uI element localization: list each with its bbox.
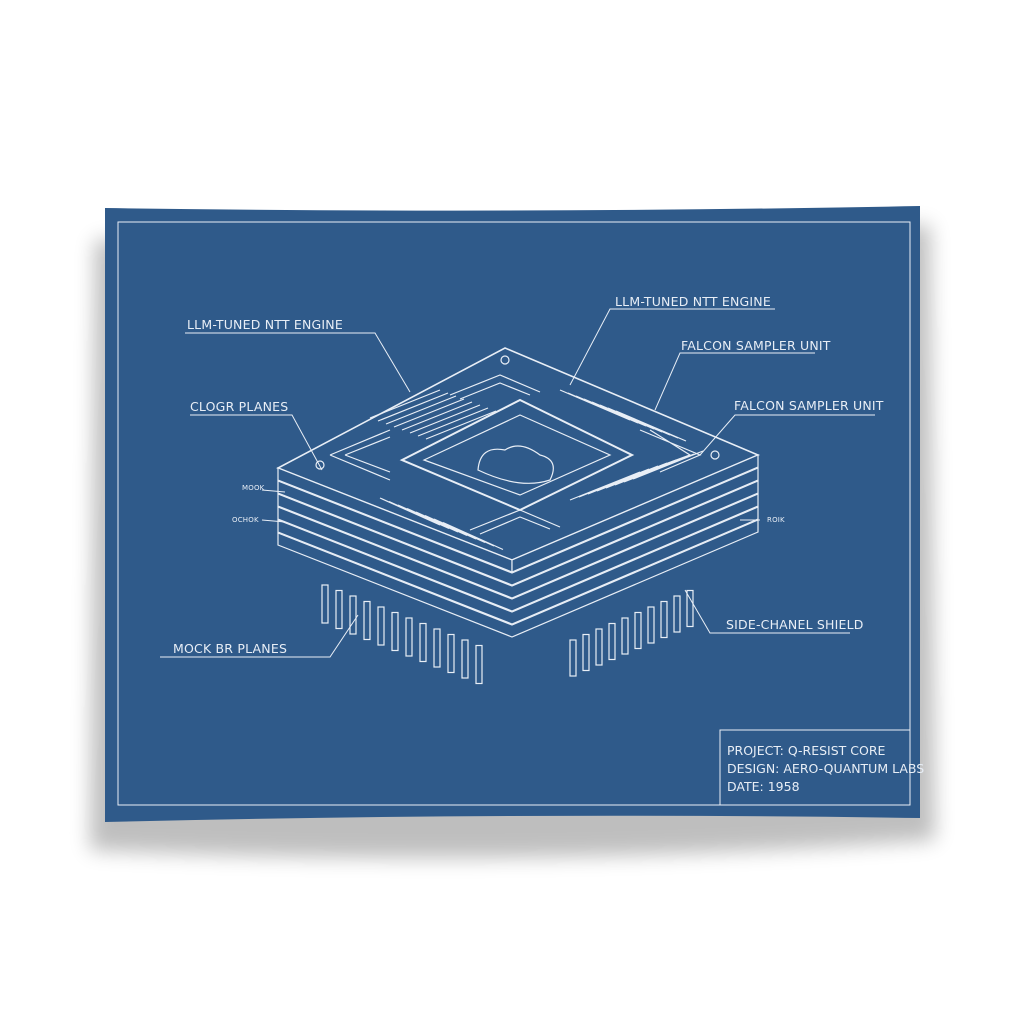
trace	[409, 404, 481, 434]
trace	[425, 410, 497, 440]
trace	[442, 521, 504, 551]
pin	[582, 633, 590, 672]
label-falcon-sampler-lower: FALCON SAMPLER UNIT	[734, 398, 884, 413]
label-side-channel-shield: SIDE-CHANEL SHIELD	[726, 617, 864, 632]
trace	[615, 410, 687, 442]
chip-layers	[277, 467, 759, 638]
title-block-frame	[719, 729, 911, 806]
title-block: PROJECT: Q-RESIST CORE DESIGN: AERO-QUAN…	[727, 742, 924, 796]
label-ntt-engine-right: LLM-TUNED NTT ENGINE	[615, 294, 771, 309]
layer-plate	[277, 506, 759, 625]
pin	[461, 639, 469, 679]
pin	[433, 628, 441, 668]
label-mook: MOOK	[242, 484, 265, 492]
pin	[377, 606, 385, 646]
trace	[385, 395, 457, 425]
pin	[595, 628, 603, 666]
pin	[405, 617, 413, 657]
center-die	[399, 398, 635, 512]
pin	[321, 584, 329, 624]
trace	[632, 450, 704, 480]
pin	[335, 589, 343, 630]
layer-plate	[277, 493, 759, 612]
design-line: DESIGN: AERO-QUANTUM LABS	[727, 761, 925, 776]
project-line: PROJECT: Q-RESIST CORE	[727, 743, 886, 758]
layer-plate	[277, 480, 759, 599]
pin	[686, 589, 694, 628]
label-falcon-sampler-upper: FALCON SAMPLER UNIT	[681, 338, 831, 353]
label-roik: ROIK	[767, 516, 785, 524]
trace	[369, 389, 441, 419]
inner-border	[117, 221, 911, 806]
pin	[475, 644, 483, 685]
pin	[608, 622, 616, 661]
pin	[660, 600, 668, 639]
pin	[634, 611, 642, 650]
pin	[647, 606, 655, 644]
label-mock-br-planes: MOCK BR PLANES	[173, 641, 288, 656]
bus-traces	[369, 389, 704, 551]
pin	[363, 600, 371, 641]
pin	[673, 595, 681, 633]
trace	[393, 398, 465, 428]
chip-pins	[321, 584, 694, 685]
label-clogr-planes: CLOGR PLANES	[190, 399, 289, 414]
layer-plate	[277, 519, 759, 638]
trace	[417, 407, 489, 437]
pin	[569, 639, 577, 677]
pin	[419, 622, 427, 663]
label-ochok: OCHOK	[232, 516, 259, 524]
pin	[391, 611, 399, 652]
trace	[377, 392, 449, 422]
label-ntt-engine-left: LLM-TUNED NTT ENGINE	[187, 317, 343, 332]
layer-plate	[277, 467, 759, 586]
trace	[401, 401, 473, 431]
date-line: DATE: 1958	[727, 779, 800, 794]
pin	[621, 617, 629, 655]
pin	[447, 633, 455, 674]
pin	[349, 595, 357, 635]
